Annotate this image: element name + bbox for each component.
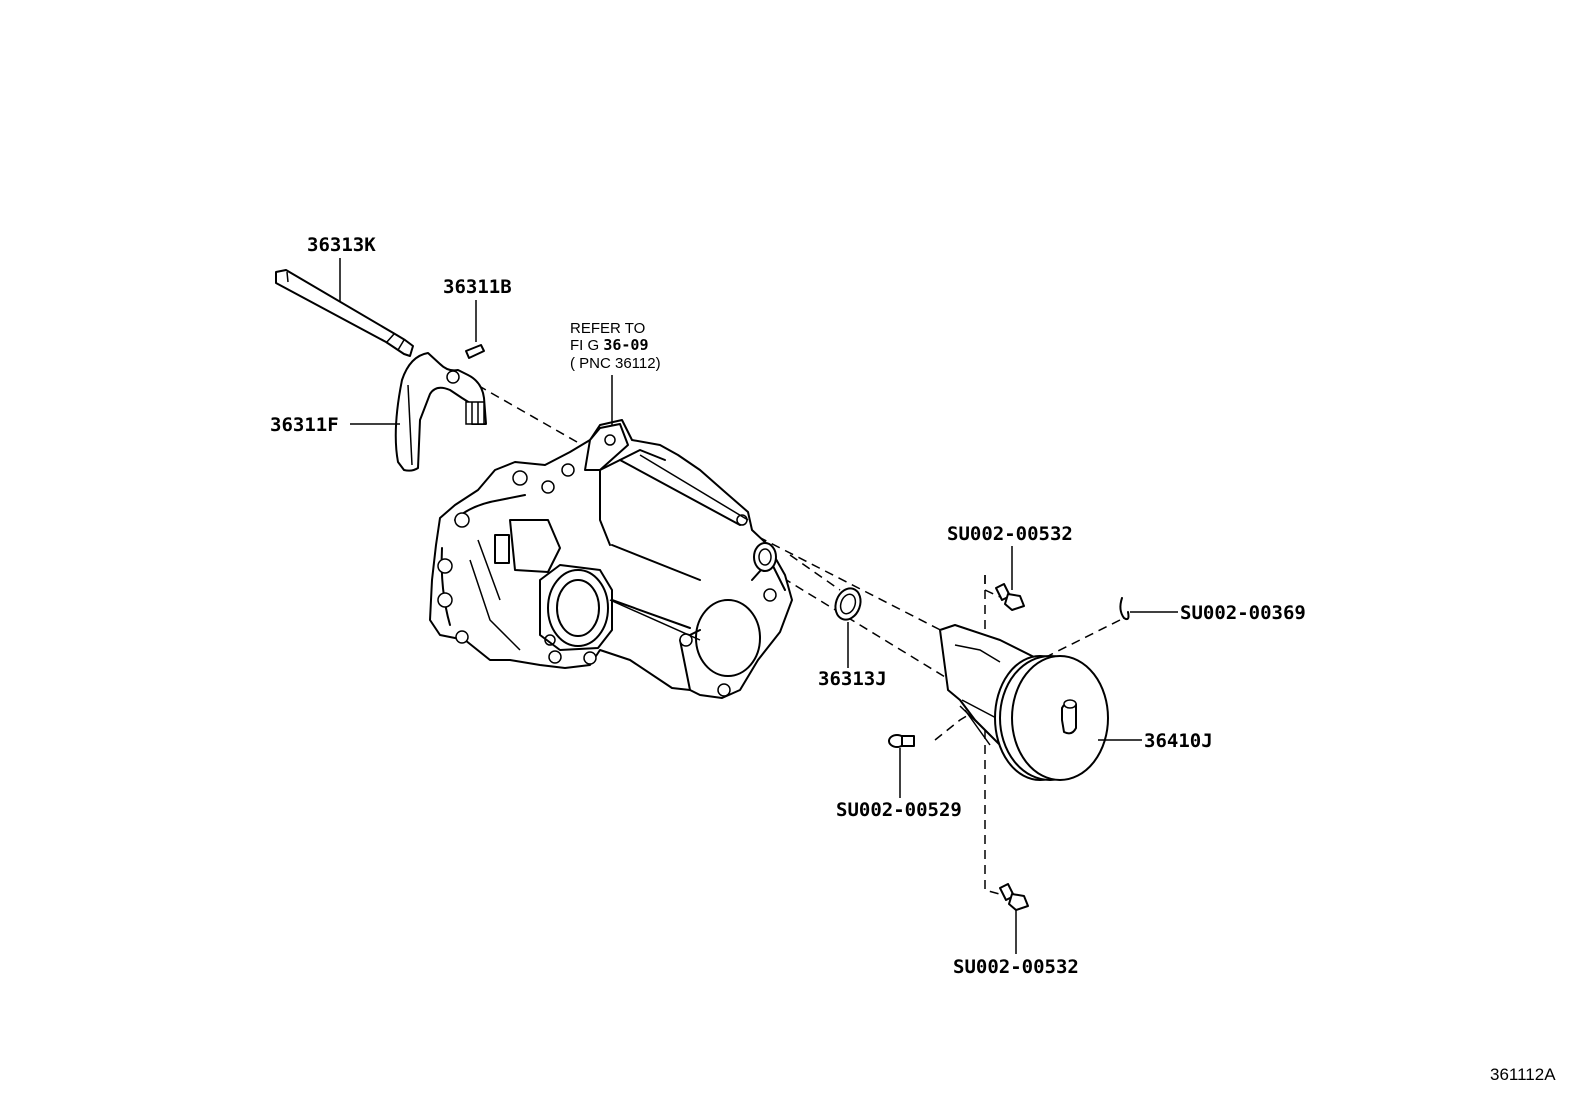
oil-seal	[834, 587, 862, 621]
leader-lines	[339, 258, 1178, 954]
reference-note-line2: FI G 36-09	[570, 336, 649, 354]
callout-pin: 36311B	[443, 276, 512, 298]
shift-shaft	[275, 269, 414, 357]
transfer-case-housing	[429, 419, 793, 699]
callout-bolt-lower: SU002-00529	[836, 799, 962, 821]
reference-note: REFER TO FI G 36-09 ( PNC 36112)	[570, 320, 661, 372]
bolt-lower	[888, 734, 915, 748]
callout-shift-shaft: 36313K	[307, 234, 376, 256]
bolt-top	[995, 583, 1025, 611]
callout-bolt-bottom: SU002-00532	[953, 956, 1079, 978]
callout-shift-fork: 36311F	[270, 414, 339, 436]
shift-fork	[394, 352, 487, 472]
callouts: 36313K 36311B 36311F 36313J 36410J SU002…	[270, 234, 1306, 978]
callout-bolt-top: SU002-00532	[947, 523, 1073, 545]
reference-note-line3: ( PNC 36112)	[570, 355, 661, 372]
callout-actuator: 36410J	[1144, 730, 1213, 752]
callout-clip: SU002-00369	[1180, 602, 1306, 624]
callout-oil-seal: 36313J	[818, 668, 887, 690]
figure-id: 361112A	[1490, 1065, 1556, 1084]
pin	[465, 344, 485, 359]
bolt-bottom	[999, 883, 1029, 911]
actuator	[939, 624, 1109, 781]
reference-note-line1: REFER TO	[570, 320, 645, 337]
clip	[1119, 597, 1130, 621]
